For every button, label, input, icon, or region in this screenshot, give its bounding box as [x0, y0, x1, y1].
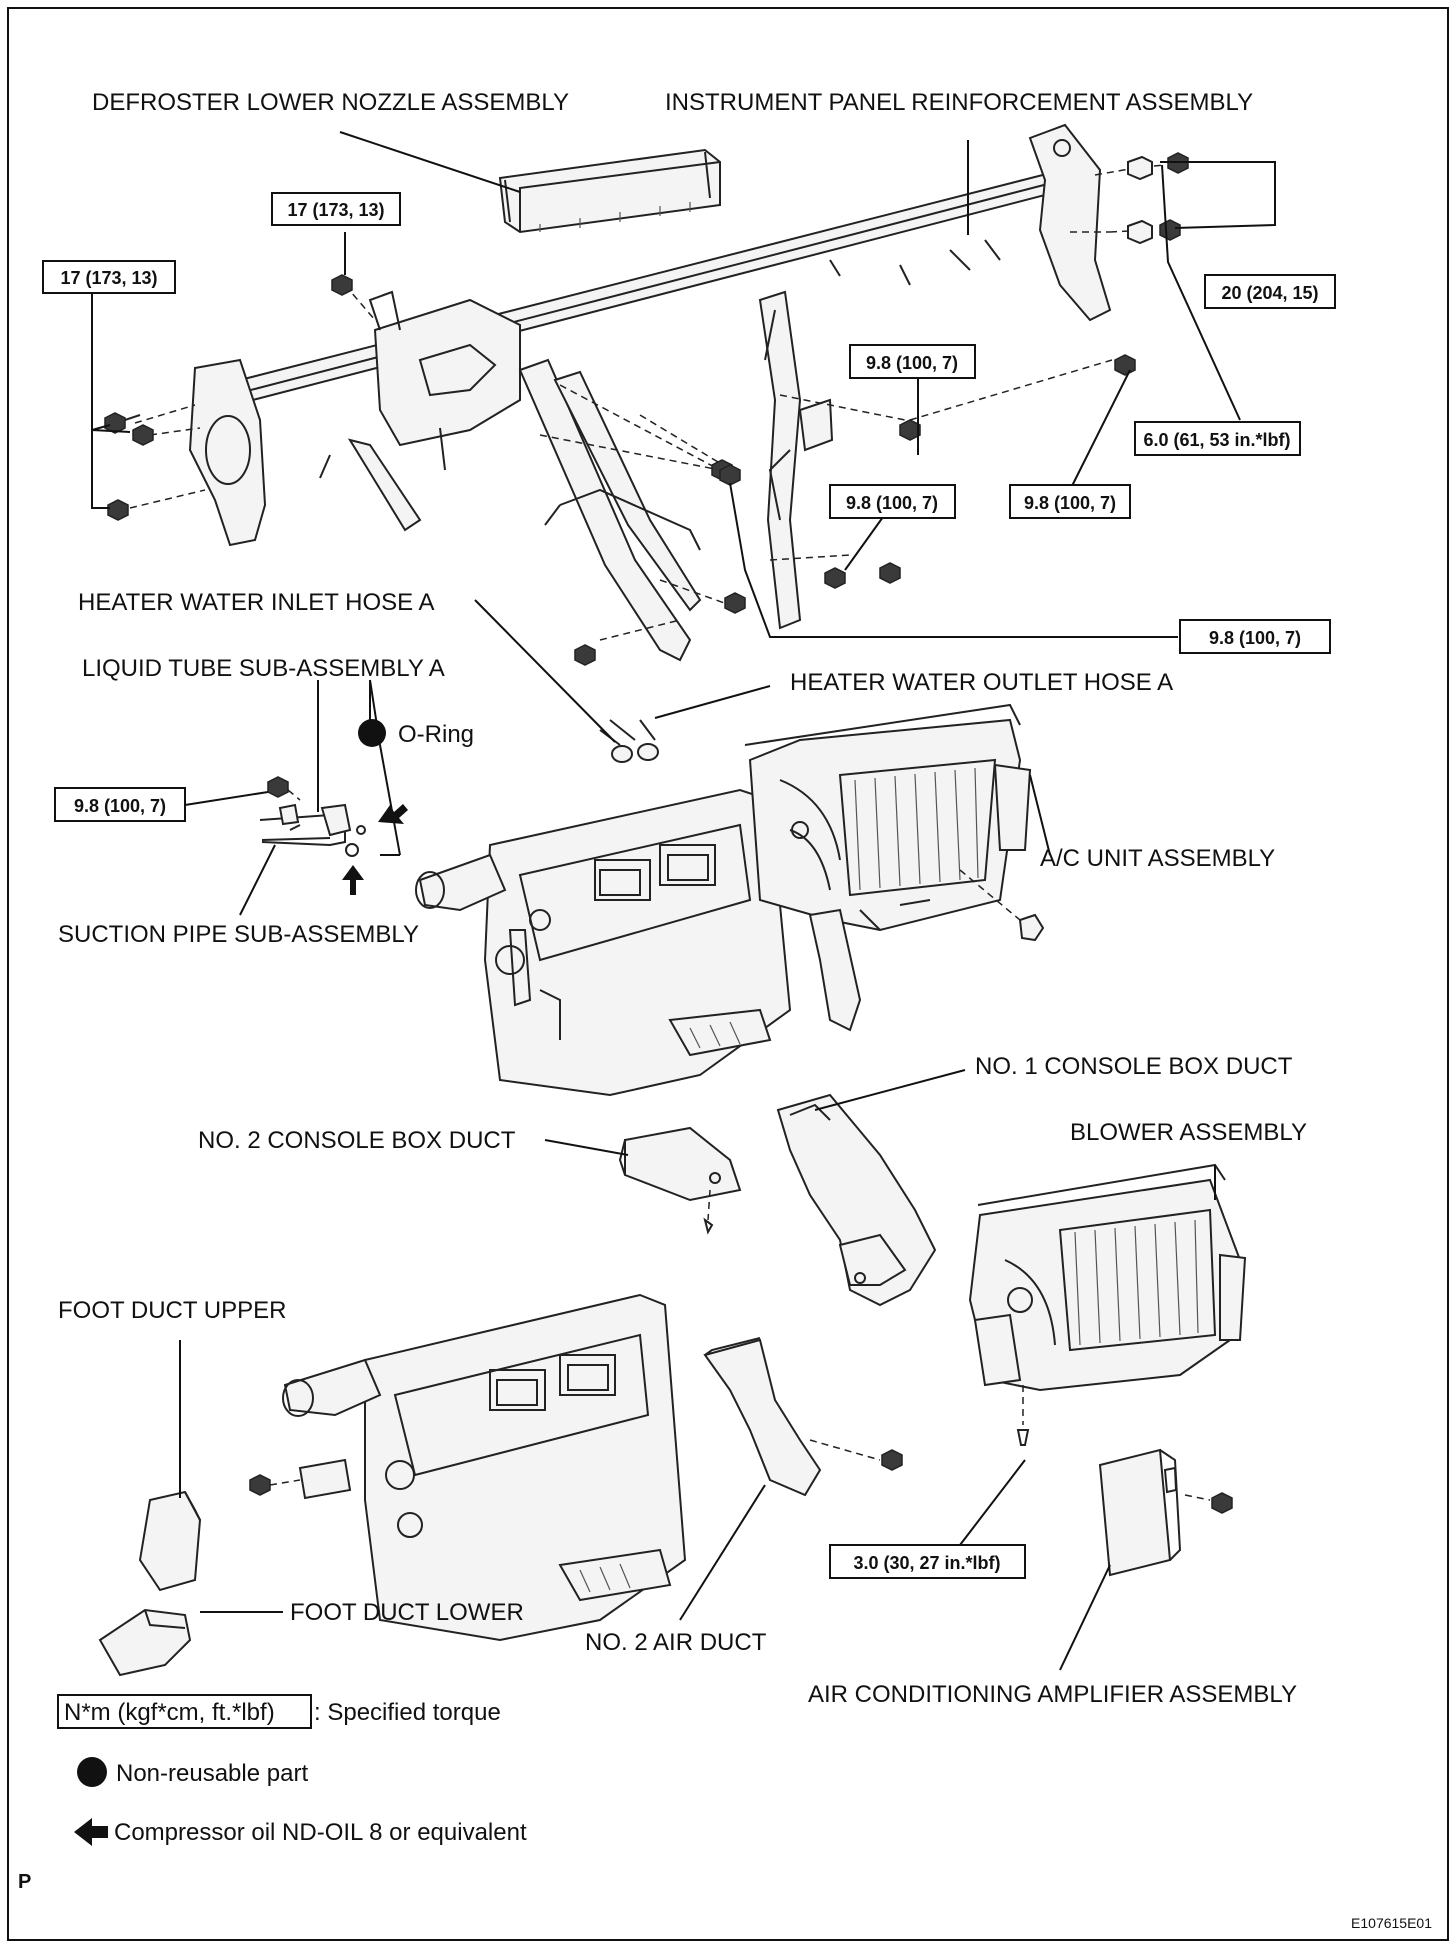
- svg-text:9.8 (100, 7): 9.8 (100, 7): [866, 353, 958, 373]
- svg-text:9.8 (100, 7): 9.8 (100, 7): [74, 796, 166, 816]
- lower-ac-unit-drawing: [249, 1293, 687, 1642]
- legend-non-reusable: Non-reusable part: [116, 1760, 308, 1787]
- svg-text:9.8 (100, 7): 9.8 (100, 7): [846, 493, 938, 513]
- screw-icon: [703, 1217, 714, 1235]
- bolt-icon: [879, 562, 901, 584]
- bolt-icon: [267, 776, 289, 798]
- bolt-icon: [1127, 219, 1153, 245]
- defroster-nozzle-drawing: [498, 148, 721, 234]
- svg-text:3.0 (30, 27 in.*lbf): 3.0 (30, 27 in.*lbf): [853, 1553, 1000, 1573]
- oil-arrow-icon: [342, 865, 364, 895]
- blower-assembly-drawing: [968, 1163, 1247, 1446]
- label-defroster-lower-nozzle: DEFROSTER LOWER NOZZLE ASSEMBLY: [92, 89, 569, 116]
- page-letter: P: [18, 1871, 31, 1893]
- label-foot-duct-lower: FOOT DUCT LOWER: [290, 1599, 524, 1626]
- label-blower-assembly: BLOWER ASSEMBLY: [1070, 1119, 1307, 1146]
- bolt-icon: [574, 644, 596, 666]
- label-ac-amplifier: AIR CONDITIONING AMPLIFIER ASSEMBLY: [808, 1681, 1297, 1708]
- bolt-icon: [249, 1474, 271, 1496]
- oil-arrow-icon: [74, 1818, 108, 1846]
- torque-box: 20 (204, 15): [1204, 274, 1336, 309]
- torque-box: 17 (173, 13): [271, 192, 401, 226]
- o-ring-label: O-Ring: [398, 721, 474, 748]
- torque-units-box: [57, 1694, 312, 1729]
- bolt-icon: [824, 567, 846, 589]
- no2-air-duct-drawing: [703, 1337, 903, 1497]
- legend-torque-units: N*m (kgf*cm, ft.*lbf): [64, 1699, 275, 1726]
- bolt-icon: [1159, 219, 1181, 241]
- label-heater-water-inlet-hose: HEATER WATER INLET HOSE A: [78, 589, 435, 616]
- bolt-icon: [1211, 1492, 1233, 1514]
- bolt-icon: [331, 274, 353, 296]
- nut-icon: [1018, 913, 1045, 942]
- label-no2-air-duct: NO. 2 AIR DUCT: [585, 1629, 767, 1656]
- bolt-icon: [724, 592, 746, 614]
- hose-pipe-drawing: [259, 719, 659, 857]
- svg-text:9.8 (100, 7): 9.8 (100, 7): [1209, 628, 1301, 648]
- bolt-icon: [1114, 354, 1136, 376]
- foot-duct-lower-drawing: [98, 1608, 192, 1677]
- ac-unit-drawing: [415, 703, 1045, 1097]
- bolt-icon: [719, 464, 741, 486]
- torque-box: 9.8 (100, 7): [1009, 484, 1131, 519]
- bolt-icon: [104, 412, 141, 434]
- svg-text:17 (173, 13): 17 (173, 13): [287, 200, 384, 220]
- page-border: [7, 7, 1449, 1941]
- torque-boxes: 17 (173, 13) 17 (173, 13) 20 (204, 15) 9…: [42, 192, 1336, 1579]
- leader-lines: [91, 131, 1276, 1671]
- oil-arrow-icon: [378, 804, 408, 824]
- torque-box: 9.8 (100, 7): [829, 484, 956, 519]
- label-no2-console-box-duct: NO. 2 CONSOLE BOX DUCT: [198, 1127, 516, 1154]
- torque-box: 9.8 (100, 7): [849, 344, 976, 379]
- foot-duct-upper-drawing: [138, 1490, 202, 1592]
- label-ac-unit: A/C UNIT ASSEMBLY: [1040, 845, 1275, 872]
- label-liquid-tube: LIQUID TUBE SUB-ASSEMBLY A: [82, 655, 445, 682]
- label-heater-water-outlet-hose: HEATER WATER OUTLET HOSE A: [790, 669, 1173, 696]
- legend: N*m (kgf*cm, ft.*lbf) : Specified torque…: [57, 1694, 527, 1846]
- svg-text:6.0 (61, 53 in.*lbf): 6.0 (61, 53 in.*lbf): [1143, 430, 1290, 450]
- svg-text:20 (204, 15): 20 (204, 15): [1221, 283, 1318, 303]
- reinforcement-drawing: [188, 123, 1112, 662]
- ac-amplifier-drawing: [1098, 1448, 1233, 1577]
- bolt-icon: [881, 1449, 903, 1471]
- bolt-icon: [107, 499, 129, 521]
- bolt-icon: [132, 424, 154, 446]
- non-reusable-dot-icon: [77, 1757, 107, 1787]
- svg-text:17 (173, 13): 17 (173, 13): [60, 268, 157, 288]
- o-ring-legend-inline: O-Ring: [342, 719, 474, 895]
- torque-box: 9.8 (100, 7): [54, 787, 186, 822]
- no2-console-box-duct-drawing: [618, 1126, 742, 1235]
- torque-box: 6.0 (61, 53 in.*lbf): [1134, 421, 1301, 456]
- legend-compressor-oil: Compressor oil ND-OIL 8 or equivalent: [114, 1819, 527, 1846]
- figure-id: E107615E01: [1351, 1915, 1432, 1931]
- legend-torque-desc: : Specified torque: [314, 1699, 501, 1726]
- label-no1-console-box-duct: NO. 1 CONSOLE BOX DUCT: [975, 1053, 1293, 1080]
- label-suction-pipe: SUCTION PIPE SUB-ASSEMBLY: [58, 921, 419, 948]
- part-labels: DEFROSTER LOWER NOZZLE ASSEMBLY INSTRUME…: [58, 89, 1307, 1708]
- label-foot-duct-upper: FOOT DUCT UPPER: [58, 1297, 286, 1324]
- label-instrument-panel-reinforcement: INSTRUMENT PANEL REINFORCEMENT ASSEMBLY: [665, 89, 1253, 116]
- non-reusable-dot-icon: [358, 719, 386, 747]
- bolt-icon: [899, 419, 921, 441]
- no1-console-box-duct-drawing: [776, 1093, 937, 1307]
- bolt-icon: [1127, 155, 1153, 181]
- torque-box: 9.8 (100, 7): [1179, 619, 1331, 654]
- bolt-icons: [104, 152, 1189, 666]
- screw-icon: [1016, 1429, 1030, 1446]
- torque-box: 3.0 (30, 27 in.*lbf): [829, 1544, 1026, 1579]
- torque-box: 17 (173, 13): [42, 260, 176, 294]
- svg-text:9.8 (100, 7): 9.8 (100, 7): [1024, 493, 1116, 513]
- frame-bolt-dashes: [129, 164, 1166, 641]
